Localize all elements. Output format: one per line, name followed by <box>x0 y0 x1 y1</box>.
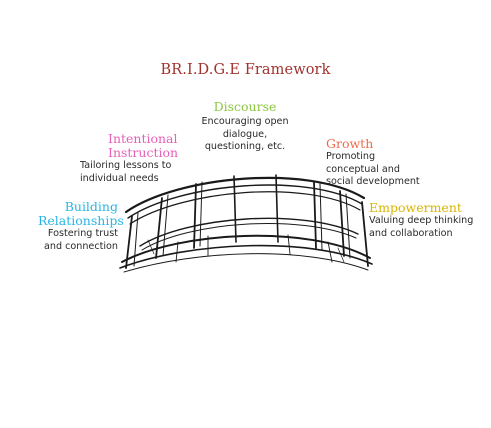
intentional-desc-1: Tailoring lessons to <box>80 160 172 171</box>
discourse-desc-2: dialogue, <box>222 128 268 140</box>
building-heading-1: Building <box>64 199 118 214</box>
node-intentional-instruction: Intentional Instruction Tailoring lesson… <box>80 132 195 185</box>
diagram-title: BR.I.D.G.E Framework <box>160 62 331 78</box>
node-discourse: Discourse Encouraging open dialogue, que… <box>195 100 295 154</box>
intentional-heading-2: Instruction <box>108 145 179 160</box>
empowerment-heading: Empowerment <box>369 200 462 215</box>
building-heading-2: Relationships <box>38 213 124 228</box>
bridge-sketch-icon <box>119 174 373 273</box>
node-empowerment: Empowerment Valuing deep thinking and co… <box>369 201 489 240</box>
empowerment-desc-1: Valuing deep thinking <box>369 215 474 226</box>
discourse-desc-3: questioning, etc. <box>204 141 286 152</box>
building-desc-2: and connection <box>44 240 118 252</box>
discourse-heading: Discourse <box>213 99 277 114</box>
intentional-heading-1: Intentional <box>108 131 178 146</box>
empowerment-desc-2: and collaboration <box>369 227 453 239</box>
building-desc-1: Fostering trust <box>47 228 118 239</box>
node-building-relationships: Building Relationships Fostering trust a… <box>38 199 124 253</box>
discourse-desc-1: Encouraging open <box>201 116 289 127</box>
growth-desc-1: Promoting <box>326 151 376 162</box>
intentional-desc-2: individual needs <box>80 172 159 184</box>
growth-desc-2: conceptual and <box>326 163 400 175</box>
growth-desc-3: social development <box>326 176 420 187</box>
node-growth: Growth Promoting conceptual and social d… <box>326 137 456 189</box>
growth-heading: Growth <box>326 136 374 151</box>
